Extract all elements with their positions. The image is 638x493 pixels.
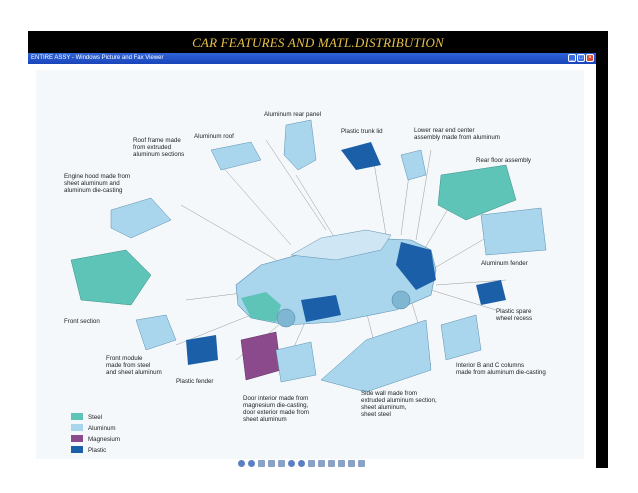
label-door-interior-4: sheet aluminum — [243, 416, 287, 423]
next-image-icon[interactable] — [248, 459, 255, 467]
label-side-wall-2: extruded aluminum section, — [361, 397, 437, 404]
label-interior-columns: Interior B and C columns — [456, 362, 524, 369]
rear-panel-part — [283, 119, 317, 171]
door-interior-part — [240, 331, 282, 381]
best-fit-icon[interactable] — [258, 459, 265, 467]
label-front-module: Front module — [106, 355, 143, 362]
print-icon[interactable] — [338, 459, 345, 467]
label-roof-frame-2: from extruded — [133, 144, 172, 151]
lower-rear-end-part — [400, 149, 427, 181]
zoom-in-icon[interactable] — [288, 459, 295, 467]
window-title: ENTIRE ASSY - Windows Picture and Fax Vi… — [31, 55, 164, 61]
save-icon[interactable] — [348, 459, 355, 467]
label-front-module-3: and sheet aluminum — [106, 369, 162, 376]
car-exploded-diagram: Aluminum rear panel Aluminum roof Plasti… — [64, 111, 547, 454]
b-c-columns-part — [440, 314, 482, 361]
delete-icon[interactable] — [328, 459, 335, 467]
viewer-toolbar — [238, 458, 365, 468]
slide: CAR FEATURES AND MATL.DISTRIBUTION ENTIR… — [28, 31, 608, 468]
side-wall-part — [320, 319, 432, 393]
label-aluminum-rear-panel: Aluminum rear panel — [264, 111, 321, 118]
label-lower-rear-end: Lower rear end center — [414, 127, 475, 134]
label-plastic-trunk-lid: Plastic trunk lid — [341, 128, 383, 135]
label-engine-hood-2: sheet aluminum and — [64, 180, 120, 187]
legend-label-plastic: Plastic — [88, 447, 106, 454]
label-aluminum-fender: Aluminum fender — [481, 260, 528, 267]
image-canvas: Aluminum rear panel Aluminum roof Plasti… — [36, 70, 584, 459]
label-side-wall-3: sheet aluminum, — [361, 404, 407, 411]
label-side-wall: Side wall made from — [361, 390, 417, 397]
actual-size-icon[interactable] — [268, 459, 275, 467]
aluminum-roof-part — [210, 141, 262, 171]
label-engine-hood-3: aluminum die-casting — [64, 187, 123, 194]
legend-swatch-aluminum — [71, 424, 83, 431]
slideshow-icon[interactable] — [278, 459, 285, 467]
label-plastic-spare-2: wheel recess — [495, 315, 532, 322]
label-roof-frame: Roof frame made — [133, 137, 181, 144]
rotate-clockwise-icon[interactable] — [308, 459, 315, 467]
label-plastic-spare: Plastic spare — [496, 308, 532, 315]
close-button[interactable]: × — [586, 54, 594, 62]
picture-viewer-window: ENTIRE ASSY - Windows Picture and Fax Vi… — [28, 53, 596, 468]
label-door-interior-3: door exterior made from — [243, 409, 309, 416]
aluminum-fender-part — [480, 207, 547, 256]
edit-icon[interactable] — [358, 459, 365, 467]
trunk-lid-part — [341, 142, 381, 170]
material-legend: Steel Aluminum Magnesium Plastic — [71, 413, 120, 454]
legend-swatch-steel — [71, 413, 83, 420]
front-module-part — [135, 314, 177, 351]
label-lower-rear-end-2: assembly made from aluminum — [414, 134, 500, 141]
zoom-out-icon[interactable] — [298, 459, 305, 467]
minimize-button[interactable]: _ — [568, 54, 576, 62]
legend-label-aluminum: Aluminum — [88, 425, 116, 432]
previous-image-icon[interactable] — [238, 459, 245, 467]
legend-label-steel: Steel — [88, 414, 102, 421]
label-front-section: Front section — [64, 318, 100, 325]
label-front-module-2: made from steel — [106, 362, 150, 369]
maximize-button[interactable]: □ — [577, 54, 585, 62]
label-side-wall-4: sheet steel — [361, 411, 391, 418]
legend-swatch-magnesium — [71, 435, 83, 442]
label-interior-columns-2: made from aluminum die-casting — [456, 369, 546, 376]
engine-hood-part — [110, 197, 172, 239]
front-section-part — [70, 249, 152, 306]
rotate-counterclockwise-icon[interactable] — [318, 459, 325, 467]
window-titlebar[interactable]: ENTIRE ASSY - Windows Picture and Fax Vi… — [28, 53, 596, 64]
plastic-fender-part — [186, 335, 218, 365]
label-roof-frame-3: aluminum sections — [133, 151, 184, 158]
car-body-assembly — [235, 229, 437, 328]
label-rear-floor-assembly: Rear floor assembly — [476, 157, 532, 164]
label-plastic-fender: Plastic fender — [176, 378, 214, 385]
legend-label-magnesium: Magnesium — [88, 436, 120, 443]
rear-floor-part — [437, 164, 517, 221]
legend-swatch-plastic — [71, 446, 83, 453]
label-door-interior-2: magnesium die-casting, — [243, 402, 309, 409]
slide-title: CAR FEATURES AND MATL.DISTRIBUTION — [192, 35, 444, 50]
label-engine-hood: Engine hood made from — [64, 173, 130, 180]
label-door-interior: Door interior made from — [243, 395, 308, 402]
door-exterior-part — [275, 341, 317, 383]
label-aluminum-roof: Aluminum roof — [194, 133, 234, 140]
spare-wheel-recess-part — [476, 280, 506, 305]
